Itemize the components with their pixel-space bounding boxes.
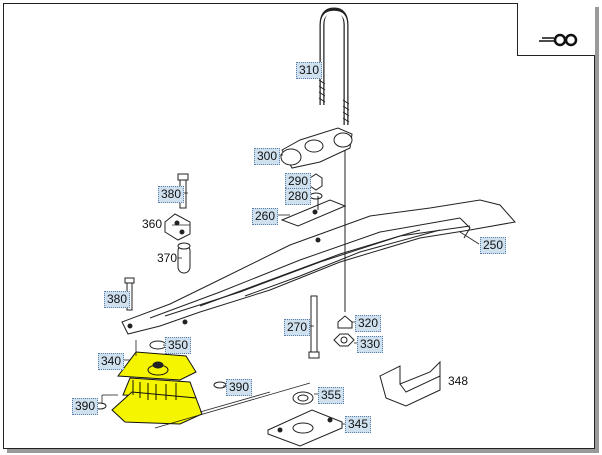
callout-280[interactable]: 280 xyxy=(285,188,312,205)
u-bolt xyxy=(318,7,350,125)
callout-350[interactable]: 350 xyxy=(165,337,192,354)
callout-330[interactable]: 330 xyxy=(357,336,384,353)
callout-300[interactable]: 300 xyxy=(254,148,281,165)
callout-390-right[interactable]: 390 xyxy=(226,379,253,396)
callout-360[interactable]: 360 xyxy=(142,217,163,231)
vehicle-icon-box xyxy=(517,3,595,56)
nut-320 xyxy=(337,315,353,329)
bracket xyxy=(379,360,441,407)
nut-washer xyxy=(309,173,323,200)
callout-340[interactable]: 340 xyxy=(98,353,125,370)
clamp-plate xyxy=(280,127,353,169)
leaf-spring xyxy=(121,199,516,335)
base-plate xyxy=(267,409,343,447)
truck-axle-icon xyxy=(539,33,578,47)
callout-320[interactable]: 320 xyxy=(355,315,382,332)
frame-shadow-bottom xyxy=(7,449,599,453)
callout-355[interactable]: 355 xyxy=(318,387,345,404)
callout-380-upper[interactable]: 380 xyxy=(158,186,185,203)
frame-shadow-right xyxy=(595,7,599,453)
washer-plate xyxy=(164,213,191,241)
callout-250[interactable]: 250 xyxy=(480,237,507,254)
long-bolt xyxy=(310,295,318,353)
callout-370[interactable]: 370 xyxy=(157,251,178,265)
diagram-frame xyxy=(3,3,595,449)
callout-270[interactable]: 270 xyxy=(284,319,311,336)
rubber-mount xyxy=(111,351,203,425)
callout-290[interactable]: 290 xyxy=(285,173,312,190)
callout-345[interactable]: 345 xyxy=(345,416,372,433)
callout-310[interactable]: 310 xyxy=(296,62,323,79)
nut-390-right xyxy=(213,381,227,389)
callout-260[interactable]: 260 xyxy=(252,208,279,225)
callout-390-left[interactable]: 390 xyxy=(72,398,99,415)
callout-380-lower[interactable]: 380 xyxy=(104,291,131,308)
callout-348[interactable]: 348 xyxy=(448,374,469,388)
